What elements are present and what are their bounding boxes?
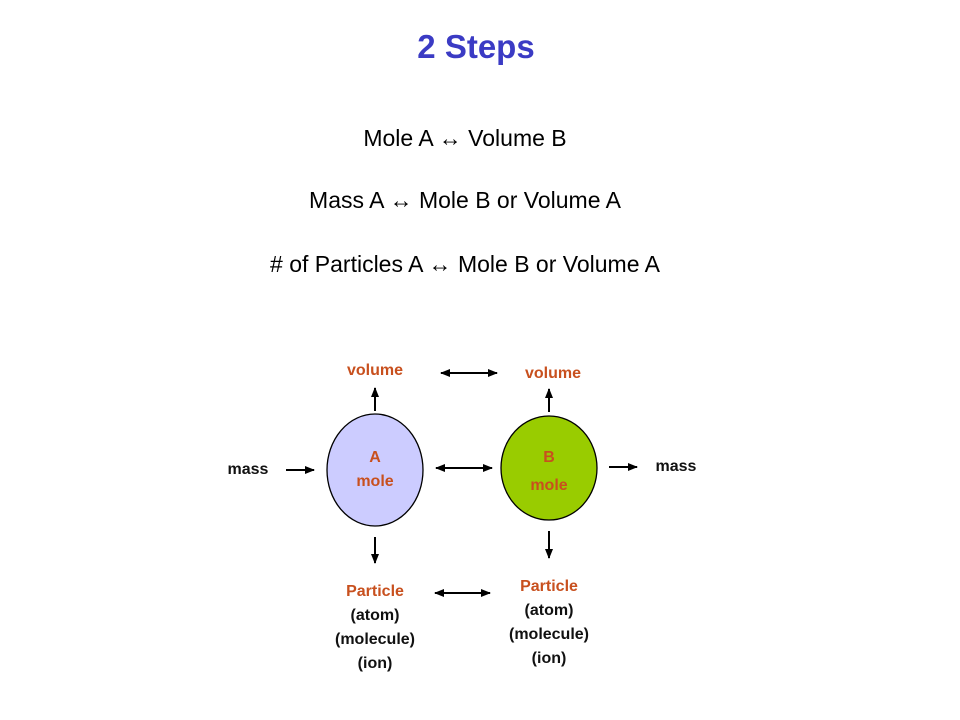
volume-a-label: volume bbox=[346, 362, 403, 379]
particle-a-molecule: (molecule) bbox=[334, 631, 415, 648]
particle-a-atom: (atom) bbox=[350, 607, 400, 624]
particle-b-block: Particle (atom) (molecule) (ion) bbox=[479, 575, 619, 671]
mole-a-circle bbox=[326, 413, 424, 527]
relation-mole-a-volume-b: Mole A ↔ Volume B bbox=[363, 125, 567, 151]
volume-b-label: volume bbox=[524, 365, 581, 382]
mole-b-circle bbox=[500, 415, 598, 521]
mole-b-label: B mole bbox=[509, 444, 589, 500]
particle-a-ion: (ion) bbox=[357, 655, 393, 672]
mole-a-letter: A bbox=[369, 449, 381, 466]
particle-a-block: Particle (atom) (molecule) (ion) bbox=[305, 580, 445, 676]
mole-b-letter: B bbox=[543, 449, 555, 466]
mass-b-label: mass bbox=[655, 458, 697, 475]
particle-b-atom: (atom) bbox=[524, 602, 574, 619]
particle-b-title: Particle bbox=[520, 578, 578, 595]
particle-b-ion: (ion) bbox=[531, 650, 567, 667]
particle-b-molecule: (molecule) bbox=[508, 626, 589, 643]
relation-mass-a-mole-b: Mass A ↔ Mole B or Volume A bbox=[309, 187, 621, 213]
mole-a-word: mole bbox=[356, 473, 394, 490]
mole-b-word: mole bbox=[530, 477, 568, 494]
mass-a-label: mass bbox=[227, 461, 269, 478]
page-title: 2 Steps bbox=[417, 28, 535, 65]
relation-particles-a-mole-b: # of Particles A ↔ Mole B or Volume A bbox=[270, 251, 660, 277]
particle-a-title: Particle bbox=[346, 583, 404, 600]
mole-a-label: A mole bbox=[335, 446, 415, 494]
